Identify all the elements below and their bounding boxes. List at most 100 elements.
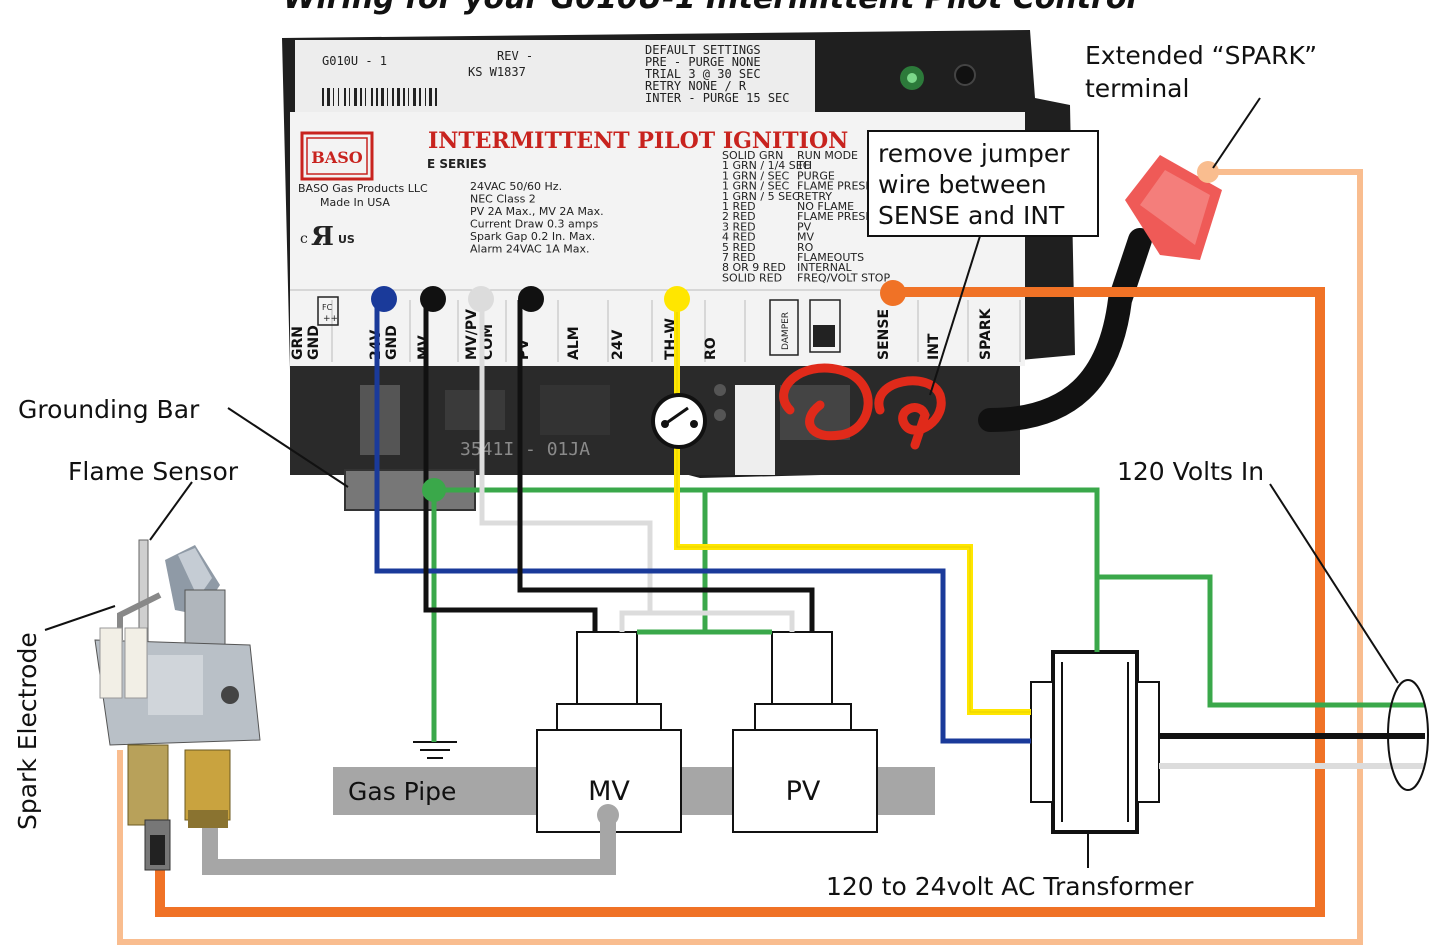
- led-meaning: FLAME PRESENT: [797, 180, 888, 193]
- led-code: SOLID GRN: [722, 149, 783, 162]
- pilot-valve: PV: [732, 631, 878, 833]
- spark-electrode-label: Spark Electrode: [13, 632, 42, 830]
- ground-connection-dot: [422, 478, 446, 502]
- terminal-label: SPARK: [978, 307, 994, 360]
- jumper-note-line2: wire between: [878, 170, 1047, 199]
- led-meaning: TH: [796, 159, 812, 172]
- volts-in-leader: [1269, 483, 1399, 684]
- led-code: 1 GRN / SEC: [722, 180, 790, 193]
- led-meaning: RUN MODE: [797, 149, 858, 162]
- terminal-dot-com: [468, 286, 494, 312]
- wire-blue: [374, 300, 1031, 744]
- spec-line: Alarm 24VAC 1A Max.: [470, 243, 589, 256]
- jumper-note-line1: remove jumper: [878, 139, 1070, 168]
- transformer: [1030, 650, 1160, 834]
- dip-switch-icon: [809, 299, 841, 353]
- terminal-label: INT: [926, 333, 942, 360]
- terminal-label: GND: [384, 325, 400, 360]
- jumper-note-box: [867, 130, 1099, 237]
- terminal-dot-pv: [518, 286, 544, 312]
- setting-line: TRIAL 3 @ 30 SEC: [645, 67, 761, 81]
- volts-in-label: 120 Volts In: [1117, 457, 1264, 486]
- led-code: 1 RED: [722, 200, 756, 213]
- diagram-title: Wiring for your G010U-1 Intermittent Pil…: [283, 0, 1137, 16]
- setting-line: PRE - PURGE NONE: [645, 55, 761, 69]
- wire-black-mv: [423, 300, 598, 632]
- setting-line: RETRY NONE / R: [645, 79, 747, 93]
- baso-logo: BASO: [300, 131, 374, 181]
- led-code: 1 GRN / 1/4 SEC: [722, 159, 811, 172]
- flame-sensor-leader: [149, 481, 193, 541]
- company-name: BASO Gas Products LLC: [298, 182, 428, 195]
- terminal-label: MV/PV: [464, 309, 480, 360]
- led-code: SOLID RED: [722, 271, 782, 284]
- gas-pipe-label: Gas Pipe: [348, 777, 456, 806]
- power-cord-bundle: [1387, 679, 1429, 791]
- led-meaning: FLAME PRESENT: [797, 210, 888, 223]
- spec-list: 24VAC 50/60 Hz.NEC Class 2PV 2A Max., MV…: [470, 180, 604, 256]
- led-meaning: PURGE: [797, 169, 835, 182]
- led-code: 4 RED: [722, 231, 756, 244]
- grounding-bar-leader: [227, 407, 349, 488]
- setting-line: DEFAULT SETTINGS: [645, 43, 761, 57]
- terminal-label: GND: [306, 325, 322, 360]
- wire-black-pv: [517, 300, 815, 632]
- module-model: G010U - 1: [322, 54, 387, 68]
- screw: [954, 64, 976, 86]
- spec-line: 24VAC 50/60 Hz.: [470, 180, 562, 193]
- wire-green: [431, 487, 1425, 742]
- spec-line: PV 2A Max., MV 2A Max.: [470, 205, 604, 218]
- led-code: 1 GRN / 5 SEC: [722, 190, 800, 203]
- led-meaning: INTERNAL: [797, 261, 853, 274]
- led-meaning: NO FLAME: [797, 200, 854, 213]
- wire-white-com: [479, 300, 795, 632]
- mv-label: MV: [588, 776, 630, 807]
- led-meaning: RO: [797, 241, 814, 254]
- led-meaning: MV: [797, 231, 814, 244]
- terminal-dots: [371, 161, 1219, 826]
- terminal-dot-th: [664, 286, 690, 312]
- flame-sensor-label: Flame Sensor: [68, 457, 239, 486]
- setting-line: INTER - PURGE 15 SEC: [645, 91, 790, 105]
- barcode: [322, 88, 437, 106]
- jumper-note-line3: SENSE and INT: [878, 201, 1065, 230]
- red-jumper-wire: [779, 363, 946, 450]
- product-title: INTERMITTENT PILOT IGNITION: [428, 128, 848, 154]
- board-code: 3541I - 01JA: [460, 439, 590, 460]
- spark-terminal-label-line2: terminal: [1085, 74, 1189, 103]
- terminal-strip: [290, 288, 1025, 366]
- damper-icon: DAMPER: [769, 299, 799, 356]
- spark-terminal-label-line1: Extended “SPARK”: [1085, 41, 1317, 70]
- terminal-dot-mv: [420, 286, 446, 312]
- spark-lead: [978, 155, 1222, 432]
- svg-text:++: ++: [323, 314, 338, 324]
- pilot-assembly: [94, 539, 261, 871]
- made-in: Made In USA: [320, 196, 390, 209]
- terminal-label: ALM: [566, 326, 582, 360]
- svg-text:FC: FC: [322, 303, 333, 312]
- led-code: 1 GRN / SEC: [722, 169, 790, 182]
- svg-text:DAMPER: DAMPER: [781, 312, 791, 350]
- led-code: 7 RED: [722, 251, 756, 264]
- led-code: 2 RED: [722, 210, 756, 223]
- led-meaning: RETRY: [797, 190, 832, 203]
- grounding-bar-label: Grounding Bar: [18, 395, 200, 424]
- wire-peach-spark: [117, 169, 1363, 945]
- spec-line: NEC Class 2: [470, 193, 536, 206]
- pv-label: PV: [786, 776, 821, 807]
- spark-electrode-leader: [44, 605, 116, 631]
- wire-orange-sense: [155, 287, 1325, 917]
- svg-text:BASO: BASO: [311, 148, 362, 167]
- led-code: 3 RED: [722, 220, 756, 233]
- gnd-block-icon: FC ++: [317, 296, 339, 326]
- transformer-label: 120 to 24volt AC Transformer: [826, 872, 1194, 901]
- svg-text:Я: Я: [311, 222, 334, 252]
- svg-text:c: c: [300, 231, 308, 247]
- svg-text:US: US: [338, 233, 355, 246]
- spec-line: Current Draw 0.3 amps: [470, 218, 598, 231]
- led-code: 5 RED: [722, 241, 756, 254]
- main-valve: MV: [536, 631, 682, 833]
